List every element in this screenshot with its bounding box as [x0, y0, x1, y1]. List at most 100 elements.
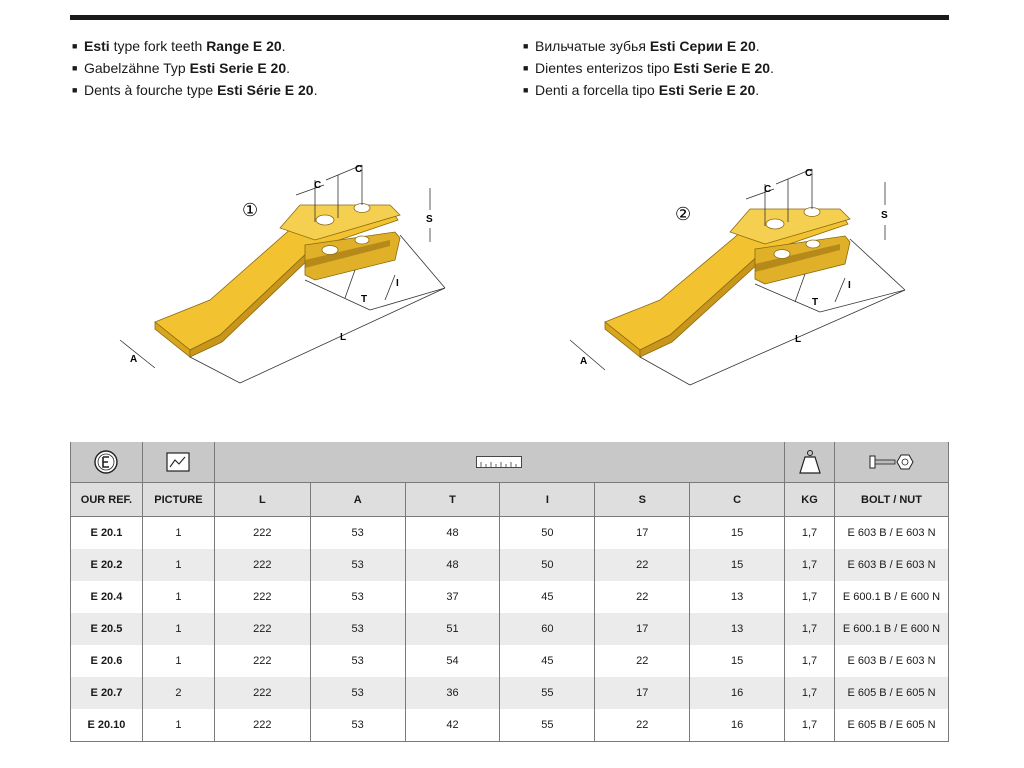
dim-label-i: I [848, 280, 851, 291]
tooth-drawing-1: ① C C S T I L A [119, 164, 446, 384]
description-text: Dientes enterizos tipo [535, 60, 674, 76]
cell-bolt-nut: E 605 B / E 605 N [834, 709, 949, 742]
description-right: ■Вильчатые зубья Esti Серии E 20.■Diente… [523, 35, 774, 101]
cell-a: 53 [309, 549, 406, 581]
cell-c: 15 [689, 516, 786, 549]
cell-s: 22 [594, 709, 691, 742]
cell-l: 222 [213, 549, 311, 581]
col-header-t: T [404, 482, 501, 517]
icon-cell-bolt [834, 442, 949, 483]
cell-picture: 1 [141, 581, 215, 613]
cell-picture: 2 [141, 677, 215, 709]
description-text: . [755, 82, 760, 98]
cell-s: 22 [594, 645, 691, 677]
col-header-kg: KG [784, 482, 835, 517]
description-text: Gabelzähne Typ [84, 60, 190, 76]
tooth-drawing-2: ② C C S T I L A [569, 168, 906, 386]
dim-label-i: I [396, 278, 399, 289]
weight-icon [798, 450, 821, 474]
cell-c: 13 [689, 613, 786, 645]
cell-bolt-nut: E 600.1 B / E 600 N [834, 581, 949, 613]
cell-a: 53 [309, 516, 406, 549]
cell-picture: 1 [141, 613, 215, 645]
cell-picture: 1 [141, 645, 215, 677]
header-row: OUR REF. PICTURE L A T I S C KG BOLT / N… [70, 482, 949, 517]
cell-t: 37 [404, 581, 501, 613]
description-bold: Esti Serie E 20 [658, 82, 756, 98]
icon-row [70, 442, 949, 483]
dim-label-c2: C [805, 168, 812, 179]
cell-kg: 1,7 [784, 549, 835, 581]
cell-c: 16 [689, 709, 786, 742]
cell-kg: 1,7 [784, 645, 835, 677]
cell-i: 45 [499, 645, 596, 677]
description-text: Вильчатые зубья [535, 38, 650, 54]
cell-ref: E 20.5 [70, 613, 143, 645]
description-line: ■Esti type fork teeth Range E 20. [72, 35, 317, 57]
cell-s: 17 [594, 677, 691, 709]
description-bold: Range E 20 [206, 38, 282, 54]
description-line: ■Вильчатые зубья Esti Серии E 20. [523, 35, 774, 57]
cell-ref: E 20.4 [70, 581, 143, 613]
cell-t: 54 [404, 645, 501, 677]
cell-kg: 1,7 [784, 516, 835, 549]
cell-kg: 1,7 [784, 709, 835, 742]
cell-s: 17 [594, 516, 691, 549]
cell-i: 55 [499, 709, 596, 742]
dim-label-l: L [340, 332, 346, 343]
dim-label-s: S [881, 210, 888, 221]
bullet-icon: ■ [523, 41, 529, 51]
cell-i: 50 [499, 549, 596, 581]
description-line: ■Dents à fourche type Esti Série E 20. [72, 79, 317, 101]
description-text: . [281, 38, 286, 54]
dim-label-l: L [795, 334, 801, 345]
cell-a: 53 [309, 613, 406, 645]
col-header-l: L [213, 482, 311, 517]
cell-t: 48 [404, 516, 501, 549]
cell-kg: 1,7 [784, 581, 835, 613]
cell-l: 222 [213, 516, 311, 549]
dim-label-c1: C [314, 180, 321, 191]
col-header-i: I [499, 482, 596, 517]
description-text: Dents à fourche type [84, 82, 218, 98]
tooth-body-2 [604, 207, 851, 358]
dim-label-c2: C [355, 164, 362, 175]
spec-table: OUR REF. PICTURE L A T I S C KG BOLT / N… [70, 442, 949, 742]
cell-a: 53 [309, 581, 406, 613]
bullet-icon: ■ [523, 85, 529, 95]
cell-i: 60 [499, 613, 596, 645]
esti-logo-icon [94, 450, 119, 474]
description-text: . [286, 60, 291, 76]
top-rule [70, 15, 949, 20]
dim-label-c1: C [764, 184, 771, 195]
cell-i: 50 [499, 516, 596, 549]
description-text: . [313, 82, 318, 98]
dim-label-a: A [130, 354, 137, 365]
cell-l: 222 [213, 613, 311, 645]
description-bold: Esti Serie E 20 [673, 60, 771, 76]
cell-s: 22 [594, 549, 691, 581]
cell-t: 36 [404, 677, 501, 709]
col-header-c: C [689, 482, 786, 517]
description-bold: Esti Serie E 20 [189, 60, 287, 76]
col-header-ref: OUR REF. [70, 482, 143, 517]
icon-cell-picture [141, 442, 215, 483]
icon-cell-dimensions [213, 442, 786, 483]
cell-ref: E 20.7 [70, 677, 143, 709]
cell-t: 51 [404, 613, 501, 645]
bullet-icon: ■ [523, 63, 529, 73]
cell-s: 22 [594, 581, 691, 613]
col-header-a: A [309, 482, 406, 517]
dimension-lines-2 [569, 168, 906, 386]
dim-label-t: T [361, 294, 367, 305]
cell-ref: E 20.10 [70, 709, 143, 742]
bullet-icon: ■ [72, 85, 78, 95]
cell-a: 53 [309, 645, 406, 677]
icon-cell-ref [70, 442, 143, 483]
